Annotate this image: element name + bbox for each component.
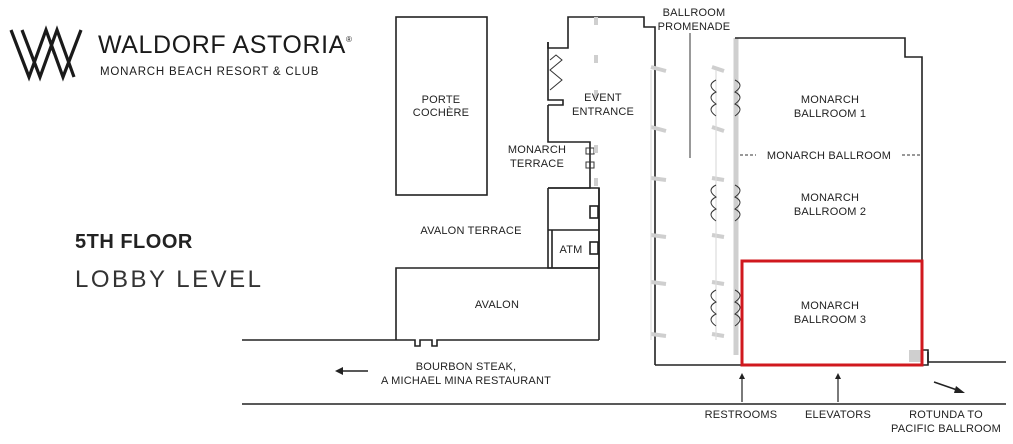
avalon-room-walls <box>395 267 599 340</box>
arrow-left-icon <box>335 367 368 375</box>
promenade-columns <box>594 17 725 338</box>
event-entrance-walls <box>547 16 656 365</box>
avalon-terrace-walls <box>547 187 600 269</box>
monarch-ballroom-3-label-2: BALLROOM 3 <box>794 314 866 326</box>
brand-subtitle: MONARCH BEACH RESORT & CLUB <box>100 66 319 78</box>
restrooms-pointer-icon <box>739 373 745 402</box>
monarch-ballroom-1-label: MONARCH <box>801 94 859 106</box>
restrooms-label: RESTROOMS <box>705 409 778 421</box>
monarch-ballroom-3-label: MONARCH <box>801 300 859 312</box>
ballroom-promenade-label-2: PROMENADE <box>658 21 731 33</box>
monarch-ballroom-1-label-2: BALLROOM 1 <box>794 108 866 120</box>
floor-number: 5TH FLOOR <box>75 231 193 253</box>
ballroom-door-swings <box>710 79 741 327</box>
porte-cochere-label: PORTE <box>422 94 461 106</box>
monarch-ballroom-2-label: MONARCH <box>801 192 859 204</box>
corridor-upper-wall <box>242 339 599 347</box>
event-entrance-label-2: ENTRANCE <box>572 106 634 118</box>
monarch-ballroom-outer-wall <box>735 37 929 366</box>
rotunda-label-2: PACIFIC BALLROOM <box>891 423 1001 435</box>
monarch-ballroom-2-label-2: BALLROOM 2 <box>794 206 866 218</box>
arrow-down-right-icon <box>933 381 965 393</box>
atm-label: ATM <box>559 244 582 256</box>
monarch-terrace-label: MONARCH <box>508 144 566 156</box>
monarch-terrace-label-2: TERRACE <box>510 158 564 170</box>
ballroom-promenade-label: BALLROOM <box>663 7 726 19</box>
brand-name: WALDORF ASTORIA <box>98 31 346 59</box>
rotunda-label: ROTUNDA TO <box>909 409 983 421</box>
bourbon-steak-label-2: A MICHAEL MINA RESTAURANT <box>381 375 551 387</box>
floor-level: LOBBY LEVEL <box>75 266 264 293</box>
avalon-label: AVALON <box>475 299 519 311</box>
avalon-terrace-label: AVALON TERRACE <box>420 225 521 237</box>
porte-cochere-label-2: COCHÈRE <box>413 106 469 119</box>
bourbon-steak-label: BOURBON STEAK, <box>416 361 517 373</box>
porte-cochere-room <box>395 16 488 196</box>
monarch-ballroom-3-highlight <box>740 259 924 367</box>
elevators-pointer-icon <box>835 373 841 402</box>
elevators-label: ELEVATORS <box>805 409 871 421</box>
monarch-ballroom-label: MONARCH BALLROOM <box>767 150 891 162</box>
event-entrance-label: EVENT <box>584 92 622 104</box>
registered-mark: ® <box>346 35 352 44</box>
waldorf-astoria-logo-icon <box>9 25 83 82</box>
